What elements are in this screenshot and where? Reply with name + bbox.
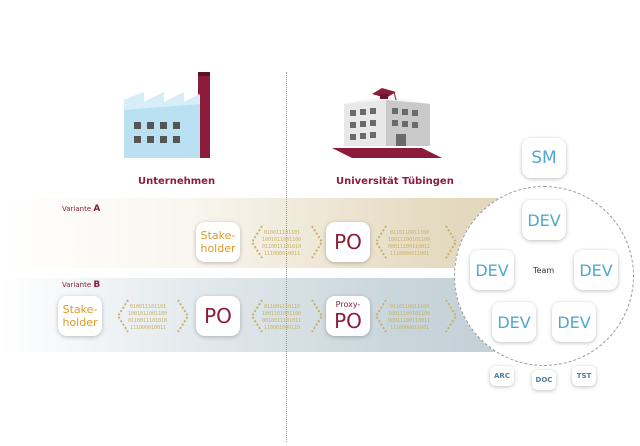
product-owner-box-a: PO <box>326 222 370 262</box>
heading-company: Unternehmen <box>138 176 216 187</box>
role-box-tst: TST <box>572 366 596 386</box>
svg-text:1001101001100: 1001101001100 <box>262 311 301 317</box>
stakeholder-box-a: Stake- holder <box>196 222 240 262</box>
stakeholder-b-line1: Stake- <box>62 303 98 316</box>
svg-text:110001000110: 110001000110 <box>264 325 300 331</box>
svg-text:0010011101011: 0010011101011 <box>262 318 301 324</box>
data-exchange-arrow-icon: 0110011101101001101001100001001110101111… <box>250 299 324 333</box>
svg-text:10011100101100: 10011100101100 <box>388 237 430 243</box>
scrum-master-box: SM <box>522 138 566 178</box>
variant-b-label: Variante B <box>62 280 100 290</box>
svg-text:00011100110011: 00011100110011 <box>388 244 430 250</box>
factory-icon <box>124 72 210 158</box>
svg-text:10011100101100: 10011100101100 <box>388 311 430 317</box>
university-building-icon <box>332 88 442 158</box>
variant-a-label: Variante A <box>62 204 100 214</box>
product-owner-box-b: PO <box>196 296 240 336</box>
organization-divider <box>286 72 287 442</box>
svg-text:0110011101010: 0110011101010 <box>262 244 301 250</box>
svg-text:111000010011: 111000010011 <box>264 251 300 257</box>
developer-box: DEV <box>492 302 536 342</box>
developer-box: DEV <box>552 302 596 342</box>
heading-university: Universität Tübingen <box>336 176 454 187</box>
developer-box: DEV <box>522 200 566 240</box>
variant-b-prefix: Variante <box>62 281 92 289</box>
role-box-doc: DOC <box>532 370 556 390</box>
data-exchange-arrow-icon: 0110110011100100111001011000001110011001… <box>374 225 458 259</box>
svg-text:0110110011100: 0110110011100 <box>390 230 429 236</box>
svg-text:111000010011: 111000010011 <box>130 325 166 331</box>
svg-text:1001011001100: 1001011001100 <box>262 237 301 243</box>
proxy-label: Proxy- <box>335 300 361 309</box>
svg-text:010011101101: 010011101101 <box>264 230 300 236</box>
data-exchange-arrow-icon: 0100111011011001011001100011001110101011… <box>250 225 324 259</box>
team-label: Team <box>533 266 555 275</box>
developer-box: DEV <box>574 250 618 290</box>
data-exchange-arrow-icon: 0110110011100100111001011000001110011001… <box>374 299 458 333</box>
svg-text:0110011101010: 0110011101010 <box>128 318 167 324</box>
proxy-product-owner-box: Proxy- PO <box>326 296 370 336</box>
data-exchange-arrow-icon: 0100111011011001011001100011001110101011… <box>116 299 190 333</box>
role-box-arc: ARC <box>490 366 514 386</box>
stakeholder-a-line2: holder <box>200 242 236 255</box>
stakeholder-b-line2: holder <box>62 316 98 329</box>
stakeholder-a-line1: Stake- <box>200 229 236 242</box>
svg-text:010011101101: 010011101101 <box>130 304 166 310</box>
proxy-po-label: PO <box>334 309 362 333</box>
svg-text:0110110011100: 0110110011100 <box>390 304 429 310</box>
svg-text:011001110110: 011001110110 <box>264 304 300 310</box>
stakeholder-box-b: Stake- holder <box>58 296 102 336</box>
svg-text:1110000011001: 1110000011001 <box>390 325 429 331</box>
svg-text:1110000011001: 1110000011001 <box>390 251 429 257</box>
svg-text:1001011001100: 1001011001100 <box>128 311 167 317</box>
variant-a-prefix: Variante <box>62 205 92 213</box>
variant-a-letter: A <box>93 204 101 214</box>
variant-b-letter: B <box>93 280 101 290</box>
developer-box: DEV <box>470 250 514 290</box>
svg-text:00011100110011: 00011100110011 <box>388 318 430 324</box>
